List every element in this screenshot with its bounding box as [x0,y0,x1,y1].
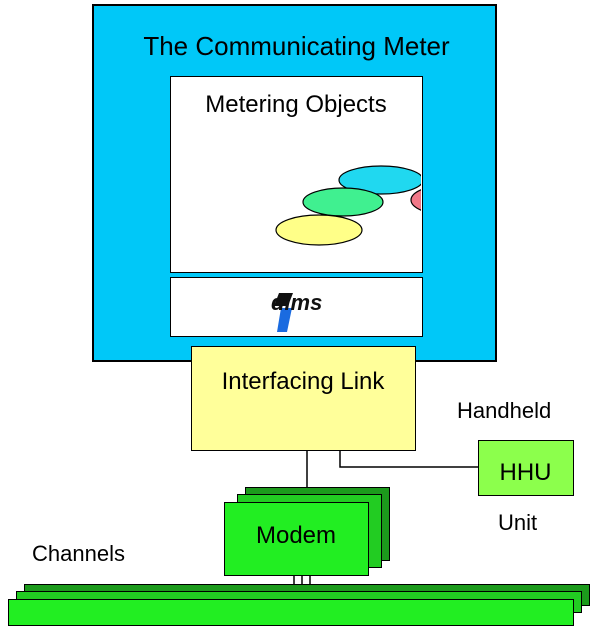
ellipse-yellow [275,214,363,246]
ellipse-cyan [338,165,421,195]
hhu-label: HHU [499,459,552,486]
dlms-panel: dlms [170,277,423,337]
handheld-label: Handheld [457,398,552,423]
channel-bar-front [8,599,574,626]
dlms-logo: dlms [271,290,323,315]
communicating-meter-box: The Communicating Meter Metering Objects… [92,4,497,362]
unit-label: Unit [498,510,538,535]
ellipse-pink [410,189,421,211]
metering-objects-title: Metering Objects [205,91,387,118]
dlms-mark-icon [274,293,293,332]
modem-label: Modem [255,522,337,549]
interfacing-link-label: Interfacing Link [221,368,385,395]
metering-objects-ellipses [275,165,421,246]
ellipse-green [302,187,384,217]
channels-label: Channels [32,541,125,566]
meter-title: The Communicating Meter [143,31,450,61]
metering-objects-panel: Metering Objects [170,76,423,273]
hhu-box: HHU [478,440,574,496]
modem-box: Modem [224,502,369,576]
interfacing-link-box: Interfacing Link [191,346,416,451]
